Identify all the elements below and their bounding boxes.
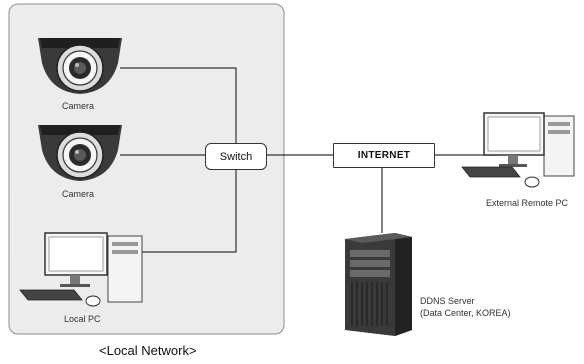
camera-top-icon bbox=[38, 38, 122, 94]
camera-bottom-label: Camera bbox=[62, 189, 95, 199]
link-localpc-switch bbox=[138, 170, 237, 253]
local-pc-icon bbox=[19, 232, 143, 307]
switch-label: Switch bbox=[219, 150, 253, 163]
camera-bottom-icon bbox=[38, 125, 122, 181]
ddns-server-icon bbox=[345, 233, 412, 336]
local-pc-label: Local PC bbox=[64, 314, 101, 324]
switch-node: Switch bbox=[205, 143, 267, 170]
link-camera-top-switch bbox=[120, 67, 237, 143]
camera-top-label: Camera bbox=[62, 101, 95, 111]
ddns-label-line2: (Data Center, KOREA) bbox=[420, 308, 511, 318]
internet-node: INTERNET bbox=[333, 143, 435, 168]
external-pc-icon bbox=[461, 112, 575, 188]
connection-lines bbox=[120, 67, 498, 253]
internet-label: INTERNET bbox=[357, 150, 411, 161]
ddns-label-line1: DDNS Server bbox=[420, 296, 475, 306]
external-pc-label: External Remote PC bbox=[486, 198, 569, 208]
local-network-caption: <Local Network> bbox=[99, 343, 197, 358]
